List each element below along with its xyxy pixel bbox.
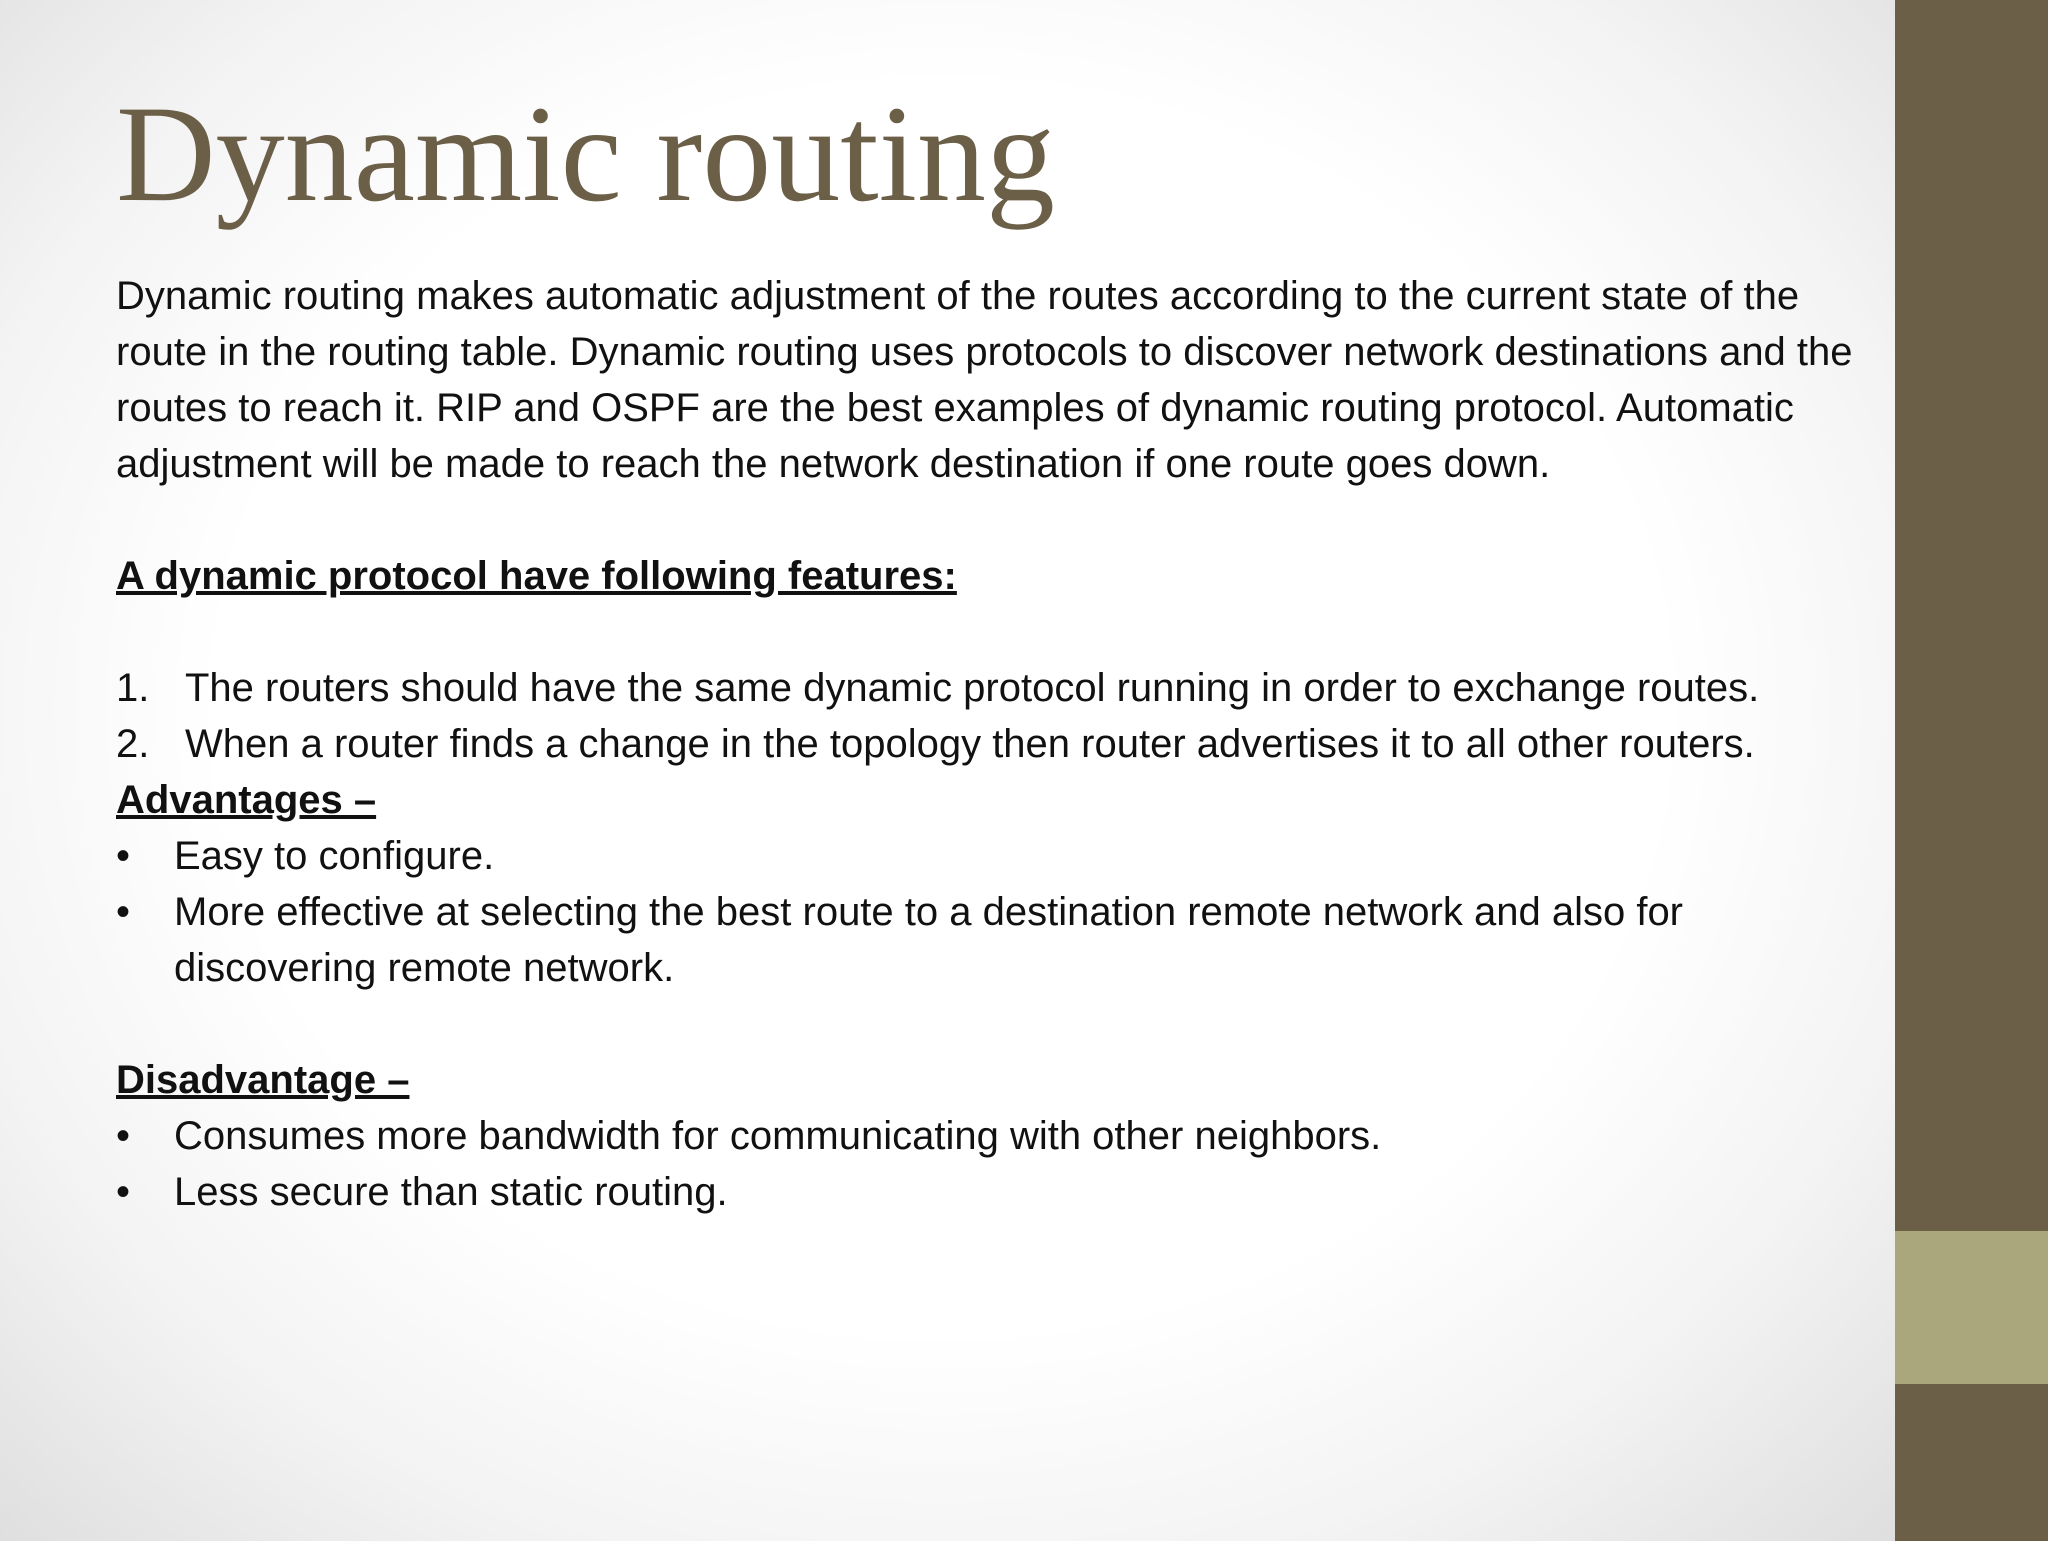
list-item-text: When a router finds a change in the topo… xyxy=(185,722,1755,766)
features-list: 1. The routers should have the same dyna… xyxy=(116,660,1876,772)
disadvantages-list: • Consumes more bandwidth for communicat… xyxy=(116,1108,1876,1220)
list-item: • More effective at selecting the best r… xyxy=(116,884,1876,996)
spacer xyxy=(116,492,1876,548)
disadvantages-heading: Disadvantage – xyxy=(116,1058,410,1102)
list-item-text: More effective at selecting the best rou… xyxy=(174,890,1684,990)
list-item-text: The routers should have the same dynamic… xyxy=(185,666,1760,710)
list-item: • Easy to configure. xyxy=(116,828,1876,884)
bullet-icon: • xyxy=(116,1170,131,1214)
features-heading: A dynamic protocol have following featur… xyxy=(116,554,957,598)
spacer xyxy=(116,604,1876,660)
bullet-icon: • xyxy=(116,834,131,878)
slide-body: Dynamic routing makes automatic adjustme… xyxy=(116,268,1876,1220)
bullet-icon: • xyxy=(116,1114,131,1158)
list-item: 2. When a router finds a change in the t… xyxy=(116,716,1876,772)
list-item: 1. The routers should have the same dyna… xyxy=(116,660,1876,716)
list-item: • Less secure than static routing. xyxy=(116,1164,1876,1220)
bullet-icon: • xyxy=(116,890,131,934)
list-number: 2. xyxy=(116,722,150,766)
list-item-text: Easy to configure. xyxy=(174,834,495,878)
advantages-heading: Advantages – xyxy=(116,778,377,822)
sidebar-accent-block xyxy=(1895,1231,2048,1384)
advantages-list: • Easy to configure. • More effective at… xyxy=(116,828,1876,996)
intro-paragraph: Dynamic routing makes automatic adjustme… xyxy=(116,274,1853,486)
list-item-text: Consumes more bandwidth for communicatin… xyxy=(174,1114,1382,1158)
slide-title: Dynamic routing xyxy=(116,77,1055,230)
spacer xyxy=(116,996,1876,1052)
list-item: • Consumes more bandwidth for communicat… xyxy=(116,1108,1876,1164)
list-item-text: Less secure than static routing. xyxy=(174,1170,728,1214)
list-number: 1. xyxy=(116,666,150,710)
